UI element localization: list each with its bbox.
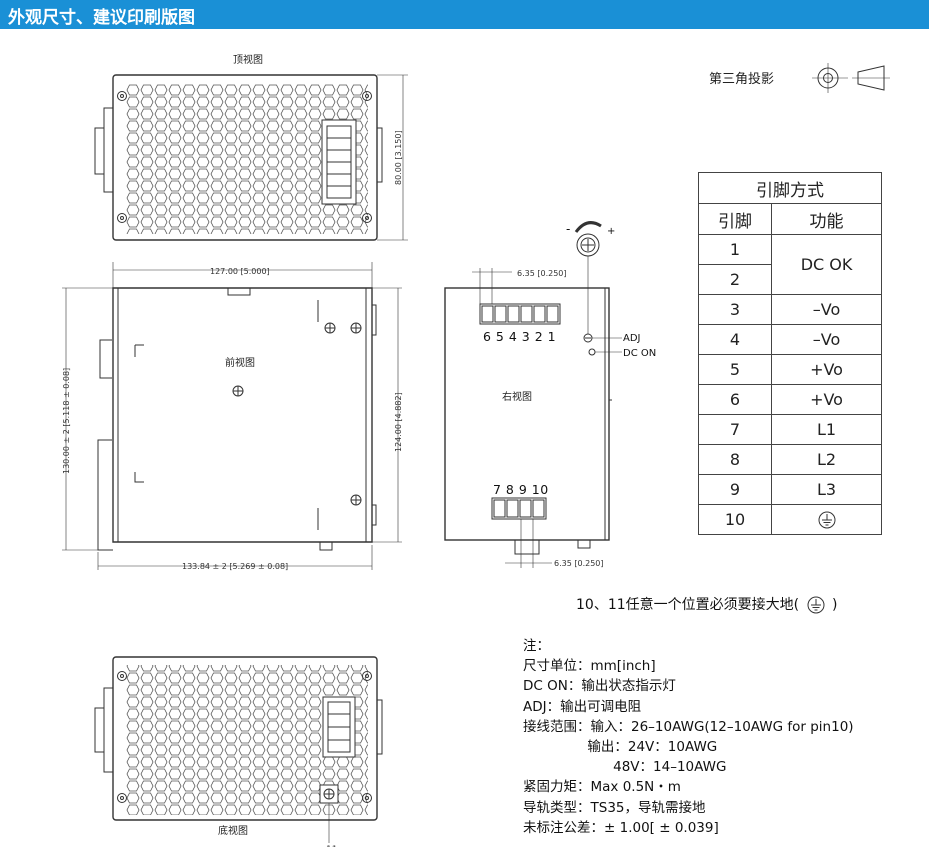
table-row: 4 –Vo <box>697 324 882 355</box>
pin-number: 10 <box>697 504 773 535</box>
notes-line: 紧固力矩：Max 0.5N・m <box>523 779 681 796</box>
table-row: 3 –Vo <box>697 294 882 325</box>
pin-function: L2 <box>771 444 882 475</box>
third-angle-projection-icon <box>812 63 890 93</box>
inner-height-dimension: 124.00 [4.882] <box>394 392 403 452</box>
notes-line: ADJ：输出可调电阻 <box>523 698 642 715</box>
pin-number: 1 <box>697 234 773 265</box>
bottom-callout-number: 11 <box>326 845 337 847</box>
pin-function: L3 <box>771 474 882 505</box>
notes-title: 注： <box>523 638 550 654</box>
ground-note-text: 10、11任意一个位置必须要接大地( <box>576 597 800 613</box>
pin-function: +Vo <box>771 384 882 415</box>
notes-line: 导轨类型：TS35，导轨需接地 <box>523 799 706 816</box>
page-title: 外观尺寸、建议印刷版图 <box>8 8 195 28</box>
top-view-label: 顶视图 <box>233 53 263 66</box>
table-row: 8 L2 <box>697 444 882 475</box>
pin-function: DC OK <box>771 234 882 295</box>
pin-function-ground <box>771 504 882 535</box>
bottom-view-drawing <box>94 656 383 843</box>
pin-function: +Vo <box>771 354 882 385</box>
pin-function: L1 <box>771 414 882 445</box>
header-bar <box>0 0 929 29</box>
notes-line: 未标注公差：± 1.00[ ± 0.039] <box>523 819 719 836</box>
terminal-block-top <box>481 305 559 323</box>
adj-label: ADJ <box>623 333 641 344</box>
adj-minus: - <box>566 222 570 236</box>
notes-line: 输出：24V：10AWG <box>523 739 718 756</box>
notes-line: DC ON：输出状态指示灯 <box>523 678 676 695</box>
pin-numbers-bottom: 7 8 9 10 <box>493 482 549 497</box>
table-row: 10 <box>697 504 882 535</box>
ground-note: 10、11任意一个位置必须要接大地( ) <box>576 594 837 615</box>
pin-table-header-pin: 引脚 <box>697 203 773 235</box>
ground-icon <box>818 511 836 529</box>
top-height-dimension: 80.00 [3.150] <box>394 130 403 185</box>
width-dimension: 127.00 [5.000] <box>210 267 270 276</box>
pin-number: 2 <box>697 264 773 295</box>
third-angle-label: 第三角投影 <box>709 71 774 87</box>
terminal-block-bottom <box>493 499 545 518</box>
pin-table-header-function: 功能 <box>771 203 882 235</box>
pin-assignment-table: 引脚方式 引脚 功能 1 DC OK 2 3 –Vo 4 –Vo 5 +Vo 6… <box>697 172 882 535</box>
pin-number: 3 <box>697 294 773 325</box>
pin-number: 9 <box>697 474 773 505</box>
adj-plus: + <box>607 226 615 237</box>
table-row: 9 L3 <box>697 474 882 505</box>
pin-function: –Vo <box>771 324 882 355</box>
right-view-label: 右视图 <box>502 390 532 403</box>
table-row: 5 +Vo <box>697 354 882 385</box>
notes-line: 尺寸单位：mm[inch] <box>523 658 656 675</box>
front-view-label: 前视图 <box>225 356 255 369</box>
pin-number: 8 <box>697 444 773 475</box>
bottom-view-label: 底视图 <box>218 824 248 837</box>
pin-table-title: 引脚方式 <box>698 172 882 204</box>
right-view-drawing <box>444 221 622 568</box>
notes-line: 接线范围：输入：26–10AWG(12–10AWG for pin10) <box>523 718 854 735</box>
pitch-dimension-top: 6.35 [0.250] <box>517 269 567 278</box>
overall-height-dimension: 130.00 ± 2 [5.118 ± 0.08] <box>62 368 71 474</box>
depth-dimension: 133.84 ± 2 [5.269 ± 0.08] <box>182 562 288 571</box>
pin-number: 5 <box>697 354 773 385</box>
notes-line: 48V：14–10AWG <box>523 759 727 776</box>
pin-numbers-top: 6 5 4 3 2 1 <box>483 329 556 344</box>
pin-number: 4 <box>697 324 773 355</box>
front-view-drawing <box>62 262 402 570</box>
top-view-drawing <box>94 74 408 241</box>
pin-function: –Vo <box>771 294 882 325</box>
table-row: 1 DC OK <box>697 234 882 295</box>
table-row: 7 L1 <box>697 414 882 445</box>
pitch-dimension-bottom: 6.35 [0.250] <box>554 559 604 568</box>
pin-number: 6 <box>697 384 773 415</box>
ground-note-close: ) <box>832 597 838 613</box>
notes-block: 注： 尺寸单位：mm[inch] DC ON：输出状态指示灯 ADJ：输出可调电… <box>523 636 854 838</box>
pin-number: 7 <box>697 414 773 445</box>
table-row: 6 +Vo <box>697 384 882 415</box>
ground-icon <box>807 596 825 614</box>
dc-on-label: DC ON <box>623 348 656 359</box>
